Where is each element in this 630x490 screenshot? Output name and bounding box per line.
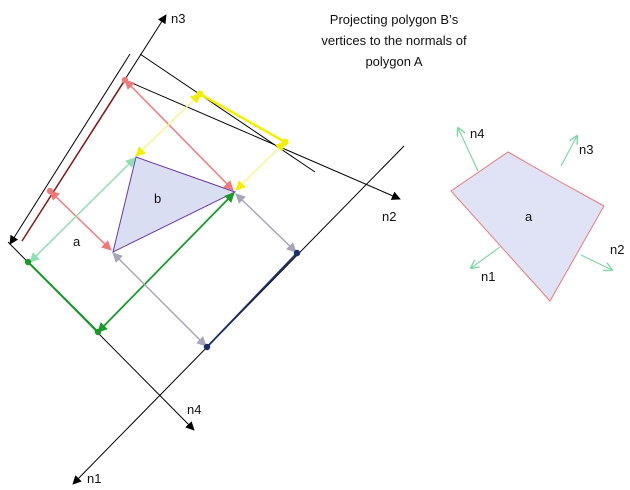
- dot-green-left: [24, 258, 32, 266]
- label-n1-axis: n1: [87, 471, 101, 486]
- dot-navy-bottom: [203, 343, 211, 351]
- label-n1-small: n1: [481, 269, 495, 284]
- dot-green-bottom: [94, 328, 102, 336]
- title-line-1: Projecting polygon B’s: [330, 12, 459, 27]
- normal-n2-arrow: [580, 254, 612, 270]
- projection-arrow-red-lower: [49, 190, 112, 251]
- label-n3-axis: n3: [171, 11, 185, 26]
- segment-darkred: [21, 79, 126, 242]
- title-line-2: vertices to the normals of: [321, 33, 467, 48]
- dot-yellow-right: [281, 138, 289, 146]
- projection-arrow-gray-lower: [112, 252, 207, 347]
- polygon-a: [450, 151, 605, 302]
- segment-green: [27, 261, 99, 333]
- polygon-b: [112, 156, 237, 253]
- axis-n2-upper: [139, 53, 316, 173]
- dot-red-left: [46, 187, 54, 195]
- label-n3-small: n3: [579, 142, 593, 157]
- label-n2-small: n2: [610, 242, 624, 257]
- dot-navy-right: [293, 249, 301, 257]
- label-n4-small: n4: [470, 126, 484, 141]
- projection-arrow-yellow-left: [135, 93, 201, 157]
- normal-n1-arrow: [471, 246, 501, 268]
- label-polygon-b: b: [154, 191, 161, 206]
- axis-n3-lower: [9, 53, 131, 245]
- label-projection-a: a: [73, 234, 81, 249]
- dot-yellow-left: [196, 90, 204, 98]
- dot-red-top: [121, 76, 129, 84]
- projection-arrow-lightgreen: [29, 157, 136, 263]
- normal-n4-arrow: [458, 128, 479, 172]
- segment-navy: [206, 252, 298, 348]
- projection-arrow-gray-upper: [235, 193, 297, 253]
- normal-n3-arrow: [560, 136, 577, 167]
- label-n4-axis: n4: [187, 402, 201, 417]
- label-polygon-a: a: [525, 209, 533, 224]
- label-n2-axis: n2: [382, 209, 396, 224]
- title-line-3: polygon A: [365, 54, 422, 69]
- projection-arrow-yellow-right: [235, 141, 286, 191]
